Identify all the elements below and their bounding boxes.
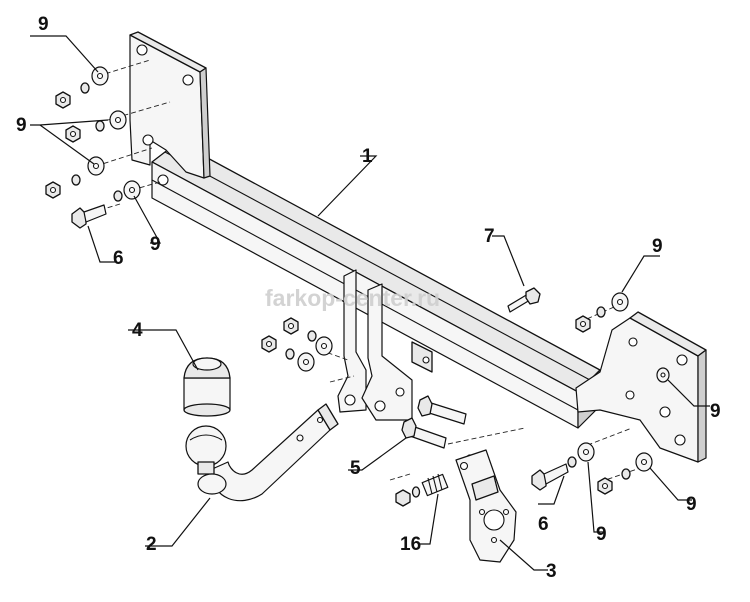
callout-3: 3 xyxy=(546,561,557,582)
center-fasteners xyxy=(261,317,467,449)
right-fasteners xyxy=(531,292,670,495)
bolt xyxy=(71,204,107,229)
flat-washer xyxy=(577,442,595,462)
nut xyxy=(45,181,61,199)
callout-9-right-middle: 9 xyxy=(710,401,721,422)
bolt xyxy=(531,463,569,491)
callout-labels: 9 9 9 6 1 7 9 4 9 5 9 6 9 16 2 3 xyxy=(16,14,721,582)
lock-washer xyxy=(95,120,105,132)
lock-washer xyxy=(567,456,577,468)
nut xyxy=(575,315,591,333)
flat-washer xyxy=(91,66,109,86)
callout-6-right: 6 xyxy=(538,514,549,535)
center-ball-mount-brackets xyxy=(337,269,433,421)
lock-washer xyxy=(621,468,631,480)
callout-9-right-top: 9 xyxy=(652,236,663,257)
lock-washer xyxy=(596,306,606,318)
nut xyxy=(283,317,299,335)
bolt xyxy=(417,395,467,425)
nut xyxy=(55,91,71,109)
callout-9-left-pair: 9 xyxy=(16,115,27,136)
bolt xyxy=(401,417,447,449)
watermark-text: farkop-center.ru xyxy=(265,285,440,311)
ball-cover-cap xyxy=(183,357,231,417)
nut xyxy=(65,125,81,143)
leader-lines xyxy=(30,35,710,571)
lock-washer xyxy=(80,82,90,94)
callout-7: 7 xyxy=(484,226,495,247)
nut xyxy=(261,335,277,353)
callout-16: 16 xyxy=(400,534,421,555)
flat-washer xyxy=(315,336,333,356)
flat-washer xyxy=(123,180,141,200)
left-fasteners xyxy=(45,66,141,229)
callout-9-top-left: 9 xyxy=(38,14,49,35)
lock-washer xyxy=(113,190,123,202)
callout-5: 5 xyxy=(350,458,361,479)
flat-washer xyxy=(635,452,653,472)
right-mounting-bracket xyxy=(575,311,707,463)
callout-4: 4 xyxy=(132,320,143,341)
long-bolt xyxy=(507,287,541,313)
flat-washer xyxy=(297,352,315,372)
callout-1: 1 xyxy=(362,146,373,167)
callout-9-left-lower: 9 xyxy=(150,234,161,255)
nut xyxy=(597,477,613,495)
flat-washer xyxy=(656,367,670,383)
lock-washer xyxy=(71,174,81,186)
flat-washer xyxy=(611,292,629,312)
callout-9-right-bottom: 9 xyxy=(686,494,697,515)
tow-ball-mount xyxy=(185,403,339,502)
socket-plate xyxy=(455,449,517,563)
callout-9-right-lower: 9 xyxy=(596,524,607,545)
flat-washer xyxy=(109,110,127,130)
left-mounting-bracket xyxy=(129,31,211,186)
lock-washer xyxy=(307,330,317,342)
flat-washer xyxy=(87,156,105,176)
callout-6-left: 6 xyxy=(113,248,124,269)
lock-washer xyxy=(285,348,295,360)
callout-2: 2 xyxy=(146,534,157,555)
